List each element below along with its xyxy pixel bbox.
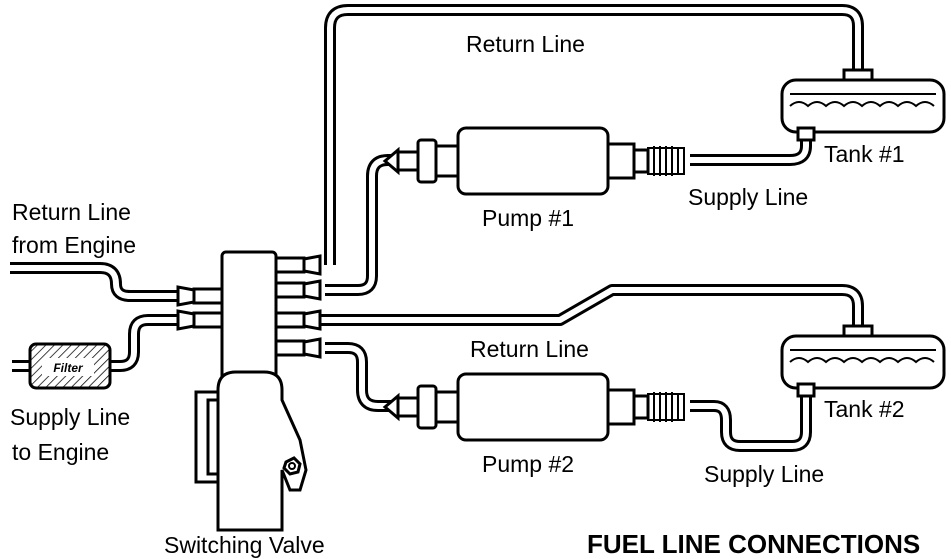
- pump-1: [382, 126, 685, 196]
- tank1-label: Tank #1: [824, 141, 905, 167]
- tank2-label: Tank #2: [824, 396, 905, 422]
- supply-line-1-pipe: [690, 132, 812, 166]
- diagram-title: FUEL LINE CONNECTIONS: [587, 529, 920, 559]
- return-line-mid-label: Return Line: [470, 336, 589, 362]
- engine-return-pipe: [10, 262, 185, 302]
- tank-2: [780, 324, 946, 398]
- tank-1: [780, 68, 946, 142]
- supply-line-2-label: Supply Line: [704, 461, 824, 487]
- return-from-engine-label-2: from Engine: [12, 232, 136, 258]
- supply-line-1-label: Supply Line: [688, 184, 808, 210]
- return-line-top-label: Return Line: [466, 31, 585, 57]
- supply-to-engine-label-1: Supply Line: [10, 404, 130, 430]
- pump-2: [382, 372, 685, 442]
- fuel-pipes: [10, 4, 864, 452]
- engine-supply-pipe: [110, 314, 180, 372]
- supply-to-engine-label-2: to Engine: [12, 439, 109, 465]
- switching-valve-label: Switching Valve: [164, 532, 325, 558]
- filter-label: Filter: [53, 361, 84, 375]
- supply-line-2-pipe: [690, 392, 812, 452]
- pump2-label: Pump #2: [482, 451, 574, 477]
- pump1-label: Pump #1: [482, 205, 574, 231]
- return-from-engine-label-1: Return Line: [12, 199, 131, 225]
- switching-valve: [176, 250, 322, 532]
- fuel-filter: Filter: [28, 342, 112, 390]
- labels: Return Line Tank #1 Pump #1 Supply Line …: [10, 31, 920, 559]
